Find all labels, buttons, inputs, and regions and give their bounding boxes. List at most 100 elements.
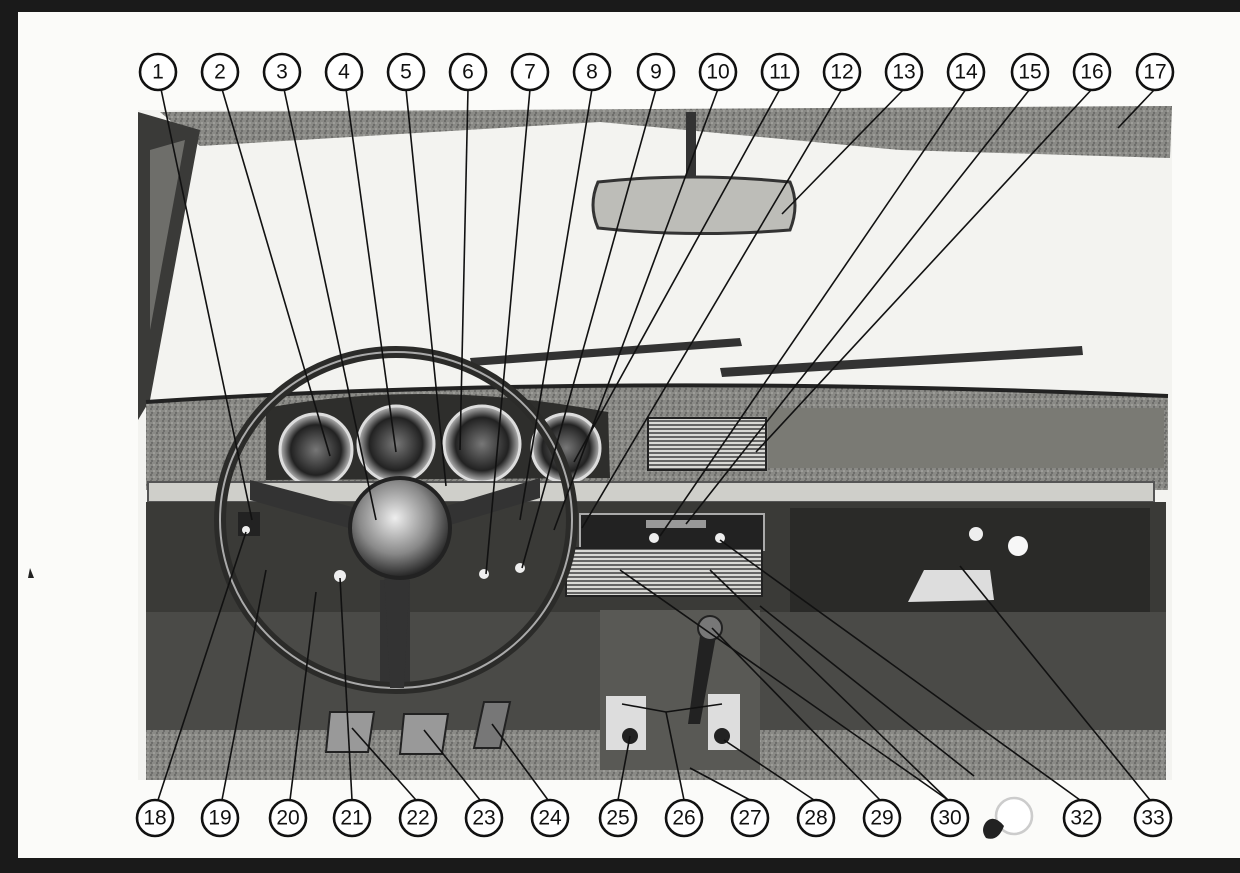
svg-text:27: 27	[738, 807, 761, 830]
leader-30a	[619, 569, 949, 801]
leader-9	[521, 88, 657, 569]
callout-6: 6	[448, 52, 488, 92]
callout-10: 10	[698, 52, 738, 92]
gear-knob	[697, 615, 723, 641]
gauge-1	[278, 412, 354, 488]
leader-4	[345, 88, 397, 453]
svg-text:28: 28	[804, 807, 827, 830]
horn-pad	[348, 476, 452, 580]
wood-trim-panel	[768, 408, 1164, 468]
leader-2	[221, 88, 331, 457]
glove-box-lock	[969, 527, 983, 541]
steering-spoke-left	[250, 480, 356, 530]
callout-28: 28	[796, 798, 836, 838]
callout-33: 33	[1133, 798, 1173, 838]
svg-text:13: 13	[892, 61, 915, 84]
leader-6	[459, 88, 469, 451]
gauge-2	[356, 404, 436, 484]
leader-21	[339, 577, 353, 801]
callout-31-smudged	[994, 796, 1034, 836]
steering-spoke-right	[440, 478, 540, 528]
leader-23	[423, 729, 481, 801]
leader-5	[405, 88, 447, 487]
callout-24: 24	[530, 798, 570, 838]
svg-text:24: 24	[538, 807, 562, 830]
leader-15	[685, 88, 1031, 525]
svg-text:5: 5	[400, 61, 412, 84]
leader-3	[283, 88, 377, 521]
roof-headliner	[160, 106, 1172, 158]
leader-19	[221, 569, 267, 801]
callout-7: 7	[510, 52, 550, 92]
svg-text:26: 26	[672, 807, 695, 830]
callout-17: 17	[1135, 52, 1175, 92]
svg-text:1: 1	[152, 61, 164, 84]
callouts-top: 1 2 3 4 5 6 7 8 9 10 11 12 13 14 15 16 1…	[138, 52, 1175, 92]
wiper-right	[720, 346, 1083, 377]
wiper-left	[470, 338, 742, 366]
svg-text:11: 11	[769, 61, 791, 84]
heater-panel	[565, 547, 763, 597]
callout-19: 19	[200, 798, 240, 838]
callout-16: 16	[1072, 52, 1112, 92]
svg-text:14: 14	[954, 61, 978, 84]
callout-3: 3	[262, 52, 302, 92]
leader-26b	[621, 703, 667, 713]
svg-text:9: 9	[650, 61, 662, 84]
callout-27: 27	[730, 798, 770, 838]
callout-15: 15	[1010, 52, 1050, 92]
pedal-brake	[398, 713, 450, 755]
svg-text:4: 4	[338, 61, 350, 84]
svg-text:17: 17	[1143, 61, 1166, 84]
svg-text:18: 18	[143, 807, 166, 830]
svg-text:12: 12	[830, 61, 853, 84]
svg-text:16: 16	[1080, 61, 1103, 84]
margin-speck	[28, 568, 34, 578]
leader-10	[553, 88, 719, 531]
leader-13	[781, 88, 905, 215]
leader-31	[759, 605, 975, 777]
leader-30b	[709, 569, 949, 801]
callout-26: 26	[664, 798, 704, 838]
svg-text:6: 6	[462, 61, 474, 84]
svg-text:30: 30	[938, 807, 961, 830]
leader-33	[959, 565, 1151, 801]
callout-13: 13	[884, 52, 924, 92]
leader-22	[351, 727, 417, 801]
callout-4: 4	[324, 52, 364, 92]
leader-29	[711, 627, 881, 801]
svg-text:22: 22	[406, 807, 429, 830]
leader-14	[659, 88, 967, 537]
ink-smudge	[983, 818, 1004, 839]
callout-1: 1	[138, 52, 178, 92]
callout-25: 25	[598, 798, 638, 838]
leader-11	[573, 88, 781, 463]
svg-text:32: 32	[1070, 807, 1093, 830]
dashboard-illustration	[138, 106, 1172, 780]
callout-30: 30	[930, 798, 970, 838]
svg-text:15: 15	[1018, 61, 1041, 84]
callout-5: 5	[386, 52, 426, 92]
callout-18: 18	[135, 798, 175, 838]
svg-text:29: 29	[870, 807, 893, 830]
callout-20: 20	[268, 798, 308, 838]
leader-lines	[157, 88, 1156, 801]
leader-16	[755, 88, 1093, 453]
svg-text:33: 33	[1141, 807, 1164, 830]
callouts-bottom: 18 19 20 21 22 23 24 25 26 27 28 29 30 3…	[135, 796, 1173, 839]
svg-text:2: 2	[214, 61, 226, 84]
leader-25	[617, 735, 631, 801]
svg-text:7: 7	[524, 61, 536, 84]
pedal-clutch	[324, 711, 376, 753]
leader-7	[485, 88, 531, 575]
callout-11: 11	[760, 52, 800, 92]
leader-17	[1117, 88, 1156, 129]
callout-23: 23	[464, 798, 504, 838]
svg-text:3: 3	[276, 61, 288, 84]
callout-21: 21	[332, 798, 372, 838]
callout-32: 32	[1062, 798, 1102, 838]
svg-text:19: 19	[208, 807, 231, 830]
mirror-stalk	[686, 112, 696, 176]
callout-14: 14	[946, 52, 986, 92]
